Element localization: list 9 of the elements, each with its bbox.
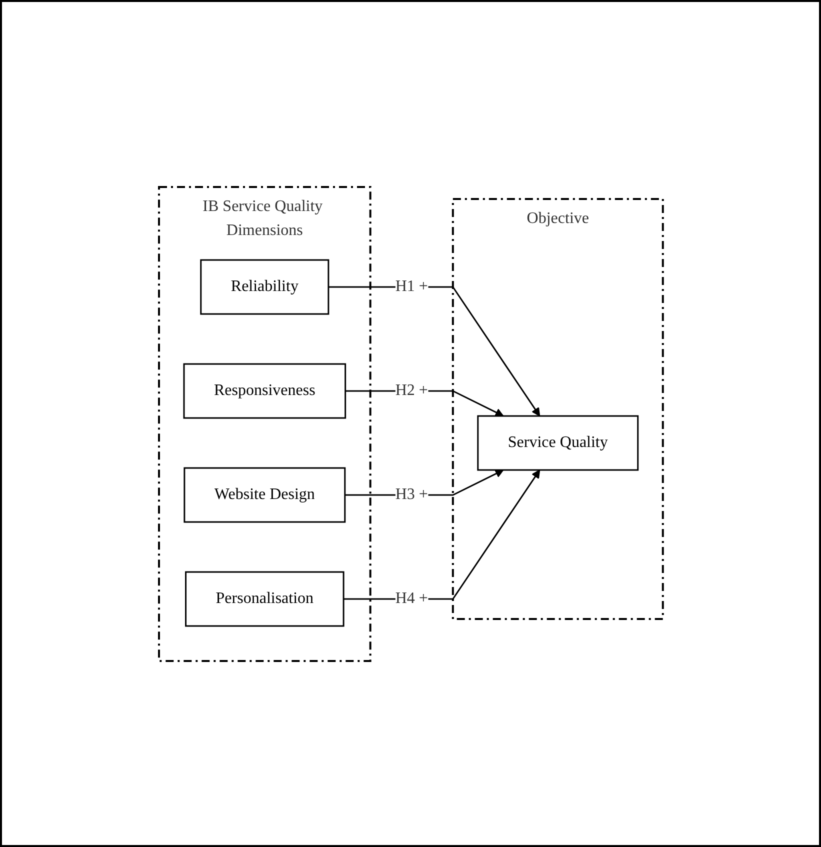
node-box: Personalisation	[184, 570, 344, 626]
edge-label: H2 +	[394, 382, 428, 398]
node-box: Service Quality	[476, 414, 638, 470]
node-box: Reliability	[200, 258, 329, 314]
edge-label: H3 +	[394, 486, 428, 502]
node-box: Responsiveness	[182, 362, 346, 418]
edge-label: H4 +	[394, 590, 428, 606]
edge-label: H1 +	[394, 278, 428, 294]
node-box: Website Design	[183, 466, 346, 522]
